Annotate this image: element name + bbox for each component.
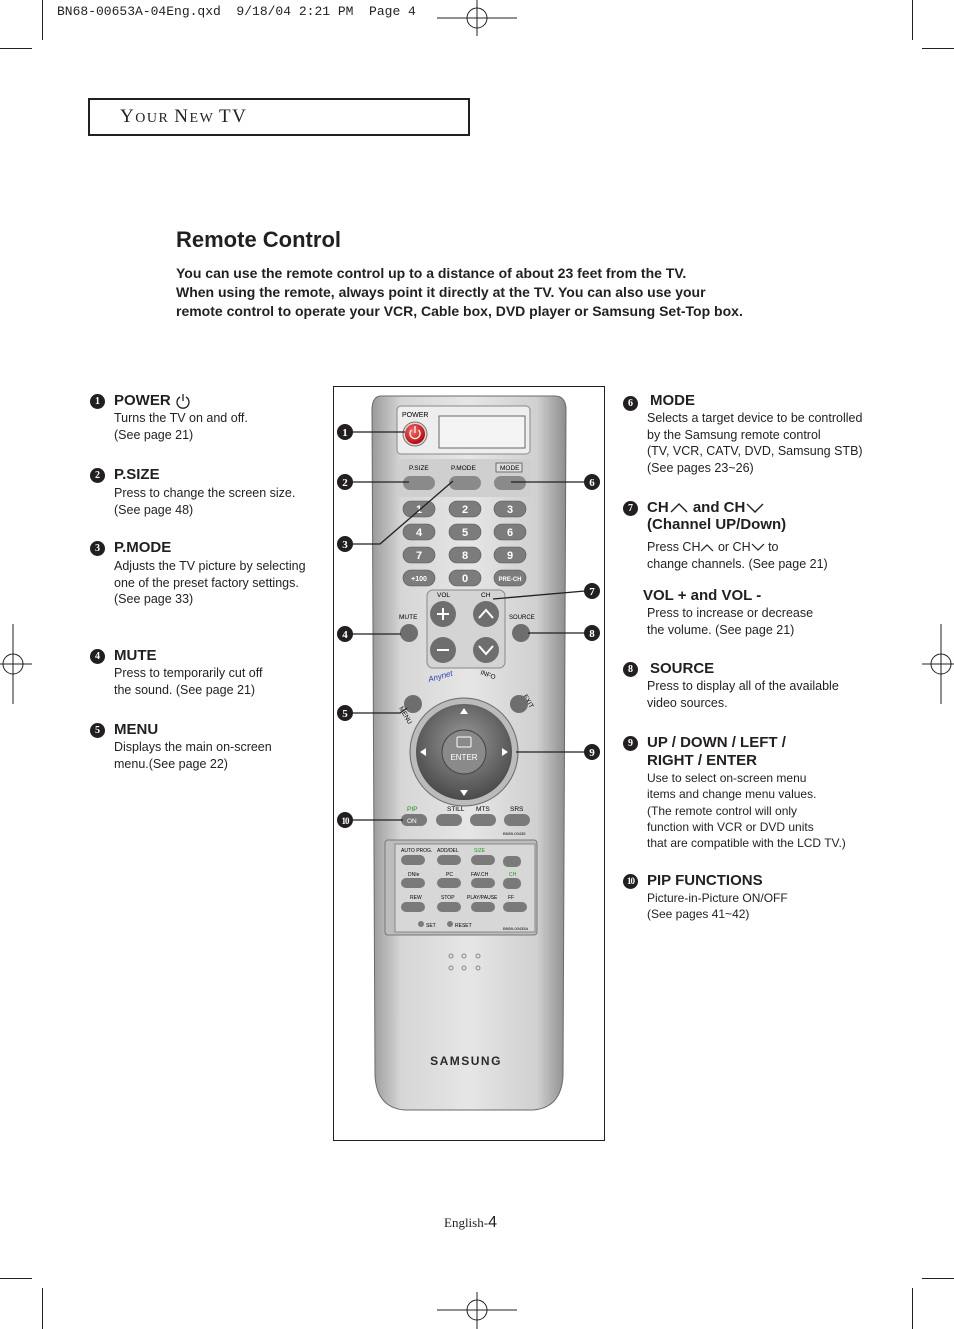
callout-number: 2 <box>90 468 105 483</box>
svg-text:RESET: RESET <box>455 923 472 929</box>
svg-text:VOL: VOL <box>437 592 450 599</box>
item-title-power: POWER <box>114 392 191 409</box>
print-slug: BN68-00653A-04Eng.qxd 9/18/04 2:21 PM Pa… <box>57 4 416 19</box>
item-desc: Press to change the screen size.(See pag… <box>114 486 296 517</box>
callout-number: 10 <box>623 874 638 889</box>
section-header-title: YOUR NEW TV <box>120 106 248 127</box>
svg-text:PC: PC <box>446 872 453 878</box>
callout-number: 3 <box>90 541 105 556</box>
svg-text:BN59-00435: BN59-00435 <box>503 831 526 836</box>
item-desc: Turns the TV on and off.(See page 21) <box>114 411 248 442</box>
callout-lines: 1 2 3 4 5 10 6 7 8 9 <box>337 424 600 828</box>
svg-text:STILL: STILL <box>447 806 465 813</box>
svg-text:6: 6 <box>507 527 513 539</box>
svg-text:3: 3 <box>507 504 513 516</box>
chevron-down-icon <box>751 543 765 552</box>
svg-text:CH: CH <box>509 872 517 878</box>
svg-text:MODE: MODE <box>500 465 520 472</box>
svg-text:ON: ON <box>407 818 417 825</box>
svg-text:1: 1 <box>342 427 348 439</box>
svg-text:P.SIZE: P.SIZE <box>409 465 429 472</box>
svg-text:2: 2 <box>342 477 348 489</box>
svg-text:SET: SET <box>426 923 436 929</box>
svg-text:6: 6 <box>589 477 595 489</box>
svg-text:PRE-CH: PRE-CH <box>498 577 521 583</box>
svg-text:7: 7 <box>589 586 595 598</box>
callout-number: 4 <box>90 649 105 664</box>
svg-text:SAMSUNG: SAMSUNG <box>430 1054 502 1068</box>
item-desc: Picture-in-Picture ON/OFF(See pages 41~4… <box>647 891 788 922</box>
svg-text:5: 5 <box>342 708 348 720</box>
item-title-vol: VOL + and VOL - <box>643 587 762 604</box>
callout-number: 7 <box>623 501 638 516</box>
page-footer: English-4 <box>444 1214 497 1231</box>
svg-text:FF: FF <box>508 895 514 901</box>
svg-text:PIP: PIP <box>407 806 417 813</box>
svg-text:5: 5 <box>462 527 468 539</box>
svg-text:2: 2 <box>462 504 468 516</box>
page-title: Remote Control <box>176 227 341 252</box>
item-title-mute: MUTE <box>114 647 157 664</box>
svg-text:SIZE: SIZE <box>474 848 486 854</box>
svg-text:AUTO PROG.: AUTO PROG. <box>401 848 432 854</box>
callout-number: 1 <box>90 394 105 409</box>
item-title-mode: MODE <box>650 392 695 409</box>
item-title-nav: UP / DOWN / LEFT /RIGHT / ENTER <box>647 734 786 769</box>
svg-text:ENTER: ENTER <box>450 753 477 762</box>
svg-text:PLAY/PAUSE: PLAY/PAUSE <box>467 895 498 901</box>
callout-number: 5 <box>90 723 105 738</box>
callout-number: 6 <box>623 396 638 411</box>
chevron-down-icon <box>746 503 764 514</box>
svg-text:DNIe: DNIe <box>408 872 420 878</box>
svg-text:+100: +100 <box>411 576 427 583</box>
svg-text:FAV.CH: FAV.CH <box>471 872 489 878</box>
svg-text:MUTE: MUTE <box>399 614 418 621</box>
section-header-box <box>88 98 470 136</box>
intro-paragraph: You can use the remote control up to a d… <box>176 265 743 319</box>
svg-text:REW: REW <box>410 895 422 901</box>
power-icon <box>176 394 190 409</box>
svg-text:8: 8 <box>589 628 595 640</box>
item-desc: Selects a target device to be controlled… <box>647 411 863 475</box>
svg-text:0: 0 <box>462 573 468 585</box>
svg-text:9: 9 <box>589 747 595 759</box>
callout-number: 9 <box>623 736 638 751</box>
svg-text:STOP: STOP <box>441 895 455 901</box>
item-title-menu: MENU <box>114 721 159 738</box>
svg-text:4: 4 <box>416 527 423 539</box>
svg-text:P.MODE: P.MODE <box>451 465 476 472</box>
svg-text:7: 7 <box>416 550 422 562</box>
svg-text:SOURCE: SOURCE <box>509 615 535 621</box>
svg-text:POWER: POWER <box>402 412 428 419</box>
svg-text:MTS: MTS <box>476 806 490 813</box>
svg-text:INFO: INFO <box>479 669 496 681</box>
svg-text:10: 10 <box>342 816 351 826</box>
item-title-ch: CH and CH (Channel UP/Down) <box>647 499 787 533</box>
callout-number: 8 <box>623 662 638 677</box>
svg-text:BN59-00435A: BN59-00435A <box>503 926 528 931</box>
item-title-source: SOURCE <box>650 660 715 677</box>
chevron-up-icon <box>670 503 688 513</box>
remote-illustration-frame <box>333 386 605 1141</box>
item-title-psize: P.SIZE <box>114 466 160 483</box>
item-title-pip: PIP FUNCTIONS <box>647 872 763 889</box>
svg-text:CH: CH <box>481 592 491 599</box>
item-title-pmode: P.MODE <box>114 539 172 556</box>
svg-text:8: 8 <box>462 550 468 562</box>
svg-text:ADD/DEL: ADD/DEL <box>437 848 459 854</box>
svg-text:4: 4 <box>342 629 348 641</box>
svg-text:3: 3 <box>342 539 348 551</box>
chevron-up-icon <box>701 544 714 552</box>
item-desc: Press CH or CH to change channels. (See … <box>647 540 828 571</box>
svg-text:9: 9 <box>507 550 513 562</box>
svg-text:SRS: SRS <box>510 806 524 813</box>
